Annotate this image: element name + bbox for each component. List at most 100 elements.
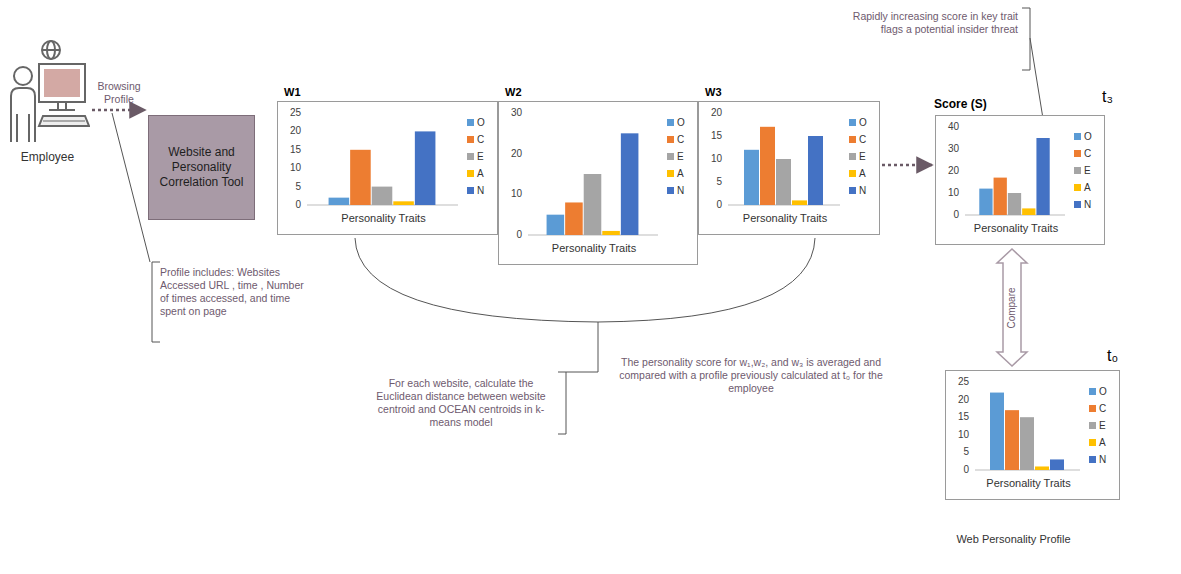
bar bbox=[990, 393, 1004, 470]
legend-swatch bbox=[849, 119, 856, 126]
legend-label: C bbox=[859, 133, 866, 146]
legend-label: C bbox=[1099, 402, 1106, 415]
legend-label: A bbox=[1084, 181, 1091, 194]
chart-title: W3 bbox=[705, 86, 722, 98]
axis-tick: 10 bbox=[936, 187, 959, 199]
legend-label: N bbox=[677, 184, 684, 197]
callout-note: The personality score for w₁,w₂, and w₃ … bbox=[612, 356, 890, 395]
chart-panel: 20151050Personality TraitsOCEANW3 bbox=[698, 101, 880, 235]
legend-label: O bbox=[677, 116, 685, 129]
bracket bbox=[1022, 8, 1030, 70]
callout-note: Rapidly increasing score in key trait fl… bbox=[846, 10, 1018, 36]
axis-title: Personality Traits bbox=[298, 212, 469, 224]
legend-label: E bbox=[477, 150, 484, 163]
axis-title: Personality Traits bbox=[719, 212, 851, 224]
axis-tick: 15 bbox=[946, 411, 969, 423]
legend-label: O bbox=[859, 116, 867, 129]
monitor bbox=[39, 64, 85, 102]
chart-title: t₀ bbox=[1107, 347, 1118, 365]
legend-label: O bbox=[477, 116, 485, 129]
edge-label: Compare bbox=[1005, 258, 1019, 358]
legend-label: O bbox=[1099, 385, 1107, 398]
bar bbox=[602, 231, 620, 235]
legend-label: N bbox=[1099, 453, 1106, 466]
legend-label: E bbox=[1099, 419, 1106, 432]
bar bbox=[1022, 208, 1035, 215]
legend-swatch bbox=[1074, 201, 1081, 208]
legend-swatch bbox=[1089, 439, 1096, 446]
bar bbox=[372, 187, 393, 205]
leader-line bbox=[112, 113, 150, 262]
axis-tick: 25 bbox=[278, 107, 301, 119]
bar bbox=[584, 174, 602, 235]
callout-note: Profile includes: Websites Accessed URL … bbox=[160, 266, 310, 318]
screen bbox=[44, 69, 80, 97]
axis-tick: 5 bbox=[278, 181, 301, 193]
callout-note: For each website, calculate the Euclidea… bbox=[366, 377, 556, 429]
bar bbox=[565, 202, 583, 235]
edge-label: Browsing Profile bbox=[92, 80, 146, 106]
employee-icon bbox=[5, 38, 90, 148]
legend-swatch bbox=[667, 153, 674, 160]
legend-swatch bbox=[467, 170, 474, 177]
chart-title: W2 bbox=[505, 86, 522, 98]
axis-tick: 20 bbox=[699, 107, 722, 119]
bar bbox=[994, 178, 1007, 215]
axis-tick: 20 bbox=[936, 165, 959, 177]
keyboard bbox=[39, 116, 89, 126]
legend-label: A bbox=[859, 167, 866, 180]
bar bbox=[808, 136, 823, 205]
legend-swatch bbox=[849, 187, 856, 194]
axis-title: Personality Traits bbox=[966, 477, 1091, 489]
legend-swatch bbox=[467, 136, 474, 143]
body bbox=[11, 88, 35, 142]
axis-tick: 0 bbox=[499, 229, 522, 241]
legend-label: A bbox=[477, 167, 484, 180]
head bbox=[14, 67, 32, 85]
bracket bbox=[152, 262, 160, 342]
bar bbox=[1020, 417, 1034, 470]
leader-line bbox=[566, 322, 598, 372]
bar bbox=[1008, 193, 1021, 215]
axis-tick: 20 bbox=[499, 148, 522, 160]
bar bbox=[350, 150, 371, 205]
axis-tick: 20 bbox=[946, 394, 969, 406]
globe bbox=[42, 41, 60, 59]
bar bbox=[776, 159, 791, 205]
legend-label: O bbox=[1084, 130, 1092, 143]
legend-swatch bbox=[1089, 405, 1096, 412]
legend-swatch bbox=[1089, 388, 1096, 395]
legend-swatch bbox=[667, 136, 674, 143]
bar bbox=[744, 150, 759, 205]
legend-swatch bbox=[849, 153, 856, 160]
legend-swatch bbox=[1074, 133, 1081, 140]
axis-tick: 40 bbox=[936, 121, 959, 133]
legend-swatch bbox=[849, 136, 856, 143]
process-label: Website and Personality Correlation Tool bbox=[149, 139, 254, 196]
legend-label: C bbox=[1084, 147, 1091, 160]
axis-tick: 15 bbox=[699, 130, 722, 142]
curly-brace bbox=[355, 238, 815, 322]
bar bbox=[393, 201, 414, 205]
legend-label: N bbox=[1084, 198, 1091, 211]
axis-tick: 20 bbox=[278, 125, 301, 137]
axis-tick: 25 bbox=[946, 376, 969, 388]
chart-title: W1 bbox=[284, 86, 301, 98]
axis-tick: 0 bbox=[699, 199, 722, 211]
legend-swatch bbox=[667, 187, 674, 194]
legend-label: N bbox=[859, 184, 866, 197]
chart-panel: 3020100Personality TraitsOCEANW2 bbox=[498, 101, 698, 265]
connector bbox=[92, 110, 145, 111]
chart-panel: 2520151050Personality TraitsOCEANt₀Web P… bbox=[945, 370, 1120, 500]
legend-swatch bbox=[467, 187, 474, 194]
double-arrow bbox=[997, 249, 1027, 366]
chart-title: Score (S) bbox=[934, 97, 987, 111]
axis-tick: 10 bbox=[499, 188, 522, 200]
legend-swatch bbox=[849, 170, 856, 177]
legend-swatch bbox=[1074, 167, 1081, 174]
bar bbox=[760, 127, 775, 205]
legend-swatch bbox=[1074, 184, 1081, 191]
axis-title: Personality Traits bbox=[519, 242, 669, 254]
bar bbox=[979, 189, 992, 215]
legend-label: C bbox=[677, 133, 684, 146]
